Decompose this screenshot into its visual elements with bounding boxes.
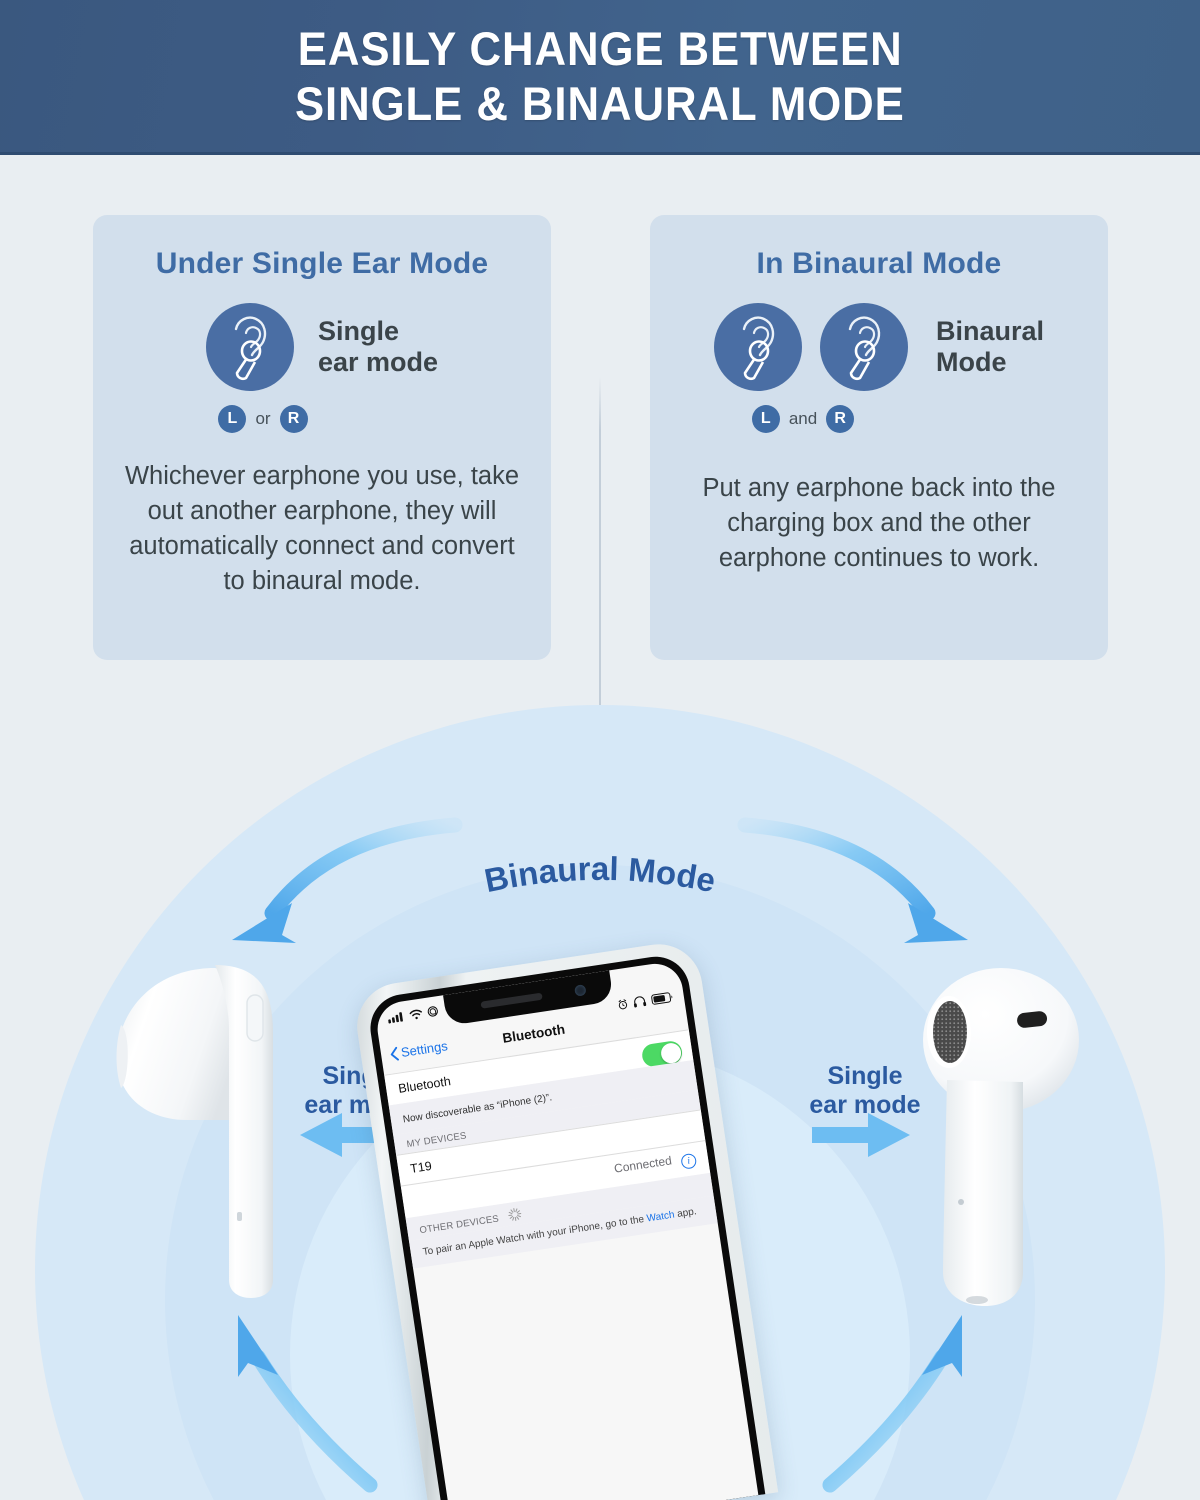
arrow-top-right-icon (737, 817, 968, 943)
binaural-label-line2: Mode (935, 347, 1007, 377)
lr-badges-single: L or R (0, 405, 551, 433)
footnote-suffix: app. (673, 1206, 698, 1221)
wifi-icon (409, 1009, 422, 1019)
arrows-layer (232, 817, 968, 1493)
card-title-binaural: In Binaural Mode (756, 247, 1002, 280)
info-circle-icon[interactable]: i (680, 1152, 698, 1170)
earbud-left-image (116, 965, 273, 1298)
badge-left-ear-binaural: L (751, 405, 780, 433)
binaural-diagram-scene: Binaural Mode (0, 685, 1200, 1500)
single-ear-icon-row: Single ear mode (93, 303, 551, 391)
earbud-right-image (923, 968, 1079, 1306)
chevron-left-icon (390, 1046, 399, 1061)
badge-right-ear: R (279, 405, 308, 433)
cellular-bars-icon (388, 1011, 403, 1023)
back-to-settings-button[interactable]: Settings (389, 1038, 449, 1061)
card-title-single: Under Single Ear Mode (155, 247, 489, 280)
badge-conjunction-or: or (255, 409, 271, 428)
status-bar-left (387, 1005, 439, 1023)
badge-right-ear-binaural: R (826, 405, 855, 433)
ear-with-earbud-icon-left (713, 303, 802, 391)
watch-app-link[interactable]: Watch (645, 1209, 676, 1225)
binaural-ear-icon-row: Binaural Mode (650, 303, 1108, 391)
loading-spinner-icon (507, 1207, 522, 1222)
toggle-knob (659, 1041, 682, 1065)
phone-screen: Settings Bluetooth Bluetooth Now discove… (365, 952, 766, 1500)
screen-content: Settings Bluetooth Bluetooth Now discove… (373, 960, 759, 1500)
label-single-ear-mode-right: Single ear mode (795, 1062, 935, 1120)
bluetooth-row-label: Bluetooth (397, 1074, 452, 1096)
front-camera-icon (574, 984, 587, 997)
status-bar-right (617, 991, 675, 1010)
location-icon (427, 1006, 438, 1017)
card-body-binaural: Put any earphone back into the charging … (702, 474, 1056, 572)
device-status-label: Connected (613, 1153, 673, 1176)
card-binaural-mode: In Binaural Mode Binaural (650, 215, 1108, 660)
arrow-bottom-left-icon (238, 1315, 378, 1493)
page-header: EASILY CHANGE BETWEEN SINGLE & BINAURAL … (0, 0, 1200, 155)
label-single-ear-mode-left: Single ear mode (290, 1062, 430, 1120)
ear-with-earbud-icon-right (819, 303, 908, 391)
single-ear-mode-label: Single ear mode (318, 316, 438, 378)
earpiece-speaker (480, 992, 543, 1009)
binaural-label-line1: Binaural (935, 316, 1045, 346)
arrow-bottom-right-icon (822, 1315, 962, 1493)
arrow-right-single-mode-icon (812, 1113, 910, 1157)
right-label-line1: Single (827, 1062, 903, 1090)
badge-left-ear: L (218, 405, 247, 433)
badge-conjunction-and: and (788, 409, 818, 428)
alarm-clock-icon (618, 999, 628, 1010)
arrow-left-single-mode-icon (300, 1113, 398, 1157)
device-name-label: T19 (409, 1158, 433, 1176)
nav-bar: Settings Bluetooth (379, 994, 689, 1073)
battery-icon (651, 992, 673, 1005)
arrow-top-left-icon (232, 817, 463, 943)
lr-badges-binaural: L and R (498, 405, 1108, 433)
card-divider (599, 377, 601, 817)
ear-with-earbud-icon (205, 303, 294, 391)
ios-status-bar (374, 964, 682, 1035)
header-title-line2: SINGLE & BINAURAL MODE (295, 77, 905, 130)
header-title-line1: EASILY CHANGE BETWEEN (297, 22, 903, 75)
headphones-icon (633, 996, 647, 1008)
card-body-single: Whichever earphone you use, take out ano… (124, 462, 520, 595)
arc-title-wrap: Binaural Mode (0, 780, 1200, 900)
single-mode-label-line1: Single (317, 316, 399, 346)
card-single-ear-mode: Under Single Ear Mode Single ear mode L … (93, 215, 551, 660)
iphone-mockup: Settings Bluetooth Bluetooth Now discove… (351, 937, 790, 1500)
right-label-line2: ear mode (809, 1091, 921, 1119)
mode-cards-section: Under Single Ear Mode Single ear mode L … (0, 155, 1200, 817)
single-mode-label-line2: ear mode (317, 347, 439, 377)
binaural-mode-label: Binaural Mode (936, 316, 1044, 378)
